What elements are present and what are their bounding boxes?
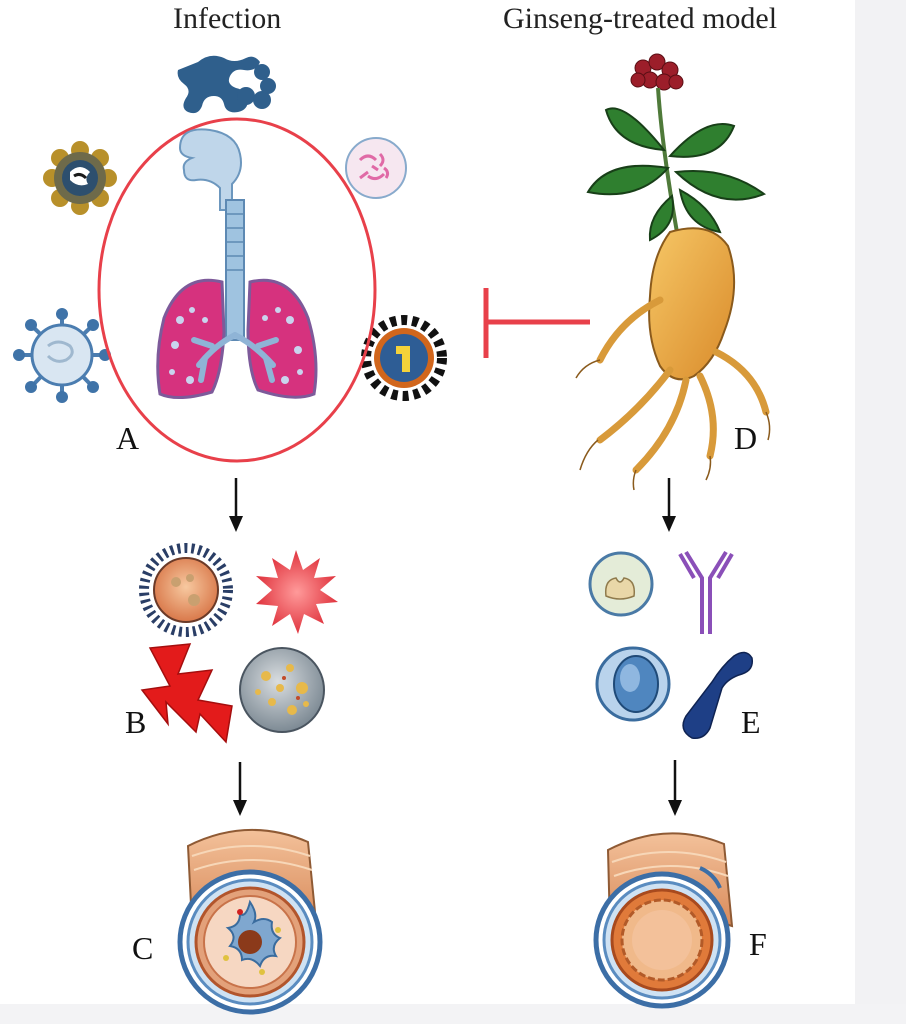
infected-airway-icon xyxy=(177,829,323,1015)
lightning-bolt-icon xyxy=(140,643,233,744)
label-f: F xyxy=(749,926,767,962)
receptor-protein-icon xyxy=(682,651,754,740)
arrow-d-to-e xyxy=(662,478,676,532)
olive-virus-icon xyxy=(43,141,117,215)
label-b: B xyxy=(125,704,147,740)
lungs-icon xyxy=(156,128,318,399)
label-a: A xyxy=(116,420,140,456)
spiky-immune-cell-icon xyxy=(139,543,233,637)
red-star-cell-icon xyxy=(256,550,338,634)
ginseng-treated-model-title: Ginseng-treated model xyxy=(503,2,778,35)
macrophage-cell-icon xyxy=(588,551,654,617)
infection-title: Infection xyxy=(173,2,282,35)
pink-bacterium-icon xyxy=(345,137,407,199)
lymphocyte-cell-icon xyxy=(595,646,671,722)
dark-virus-icon xyxy=(361,315,447,401)
infection-circle xyxy=(97,117,377,463)
inhibition-symbol xyxy=(483,288,590,358)
bacteria-chain-icon xyxy=(177,55,276,114)
antibody-icon xyxy=(678,550,734,634)
arrow-a-to-b xyxy=(229,478,243,532)
ginseng-plant-icon xyxy=(575,53,771,491)
label-c: C xyxy=(132,930,154,966)
label-e: E xyxy=(741,704,761,740)
arrow-e-to-f xyxy=(668,760,682,816)
healthy-airway-icon xyxy=(593,832,734,1009)
arrow-b-to-c xyxy=(233,762,247,816)
bacteria-culture-plate-icon xyxy=(239,647,325,733)
right-gutter xyxy=(855,0,906,1010)
coronavirus-icon xyxy=(13,308,111,403)
label-d: D xyxy=(734,420,758,456)
